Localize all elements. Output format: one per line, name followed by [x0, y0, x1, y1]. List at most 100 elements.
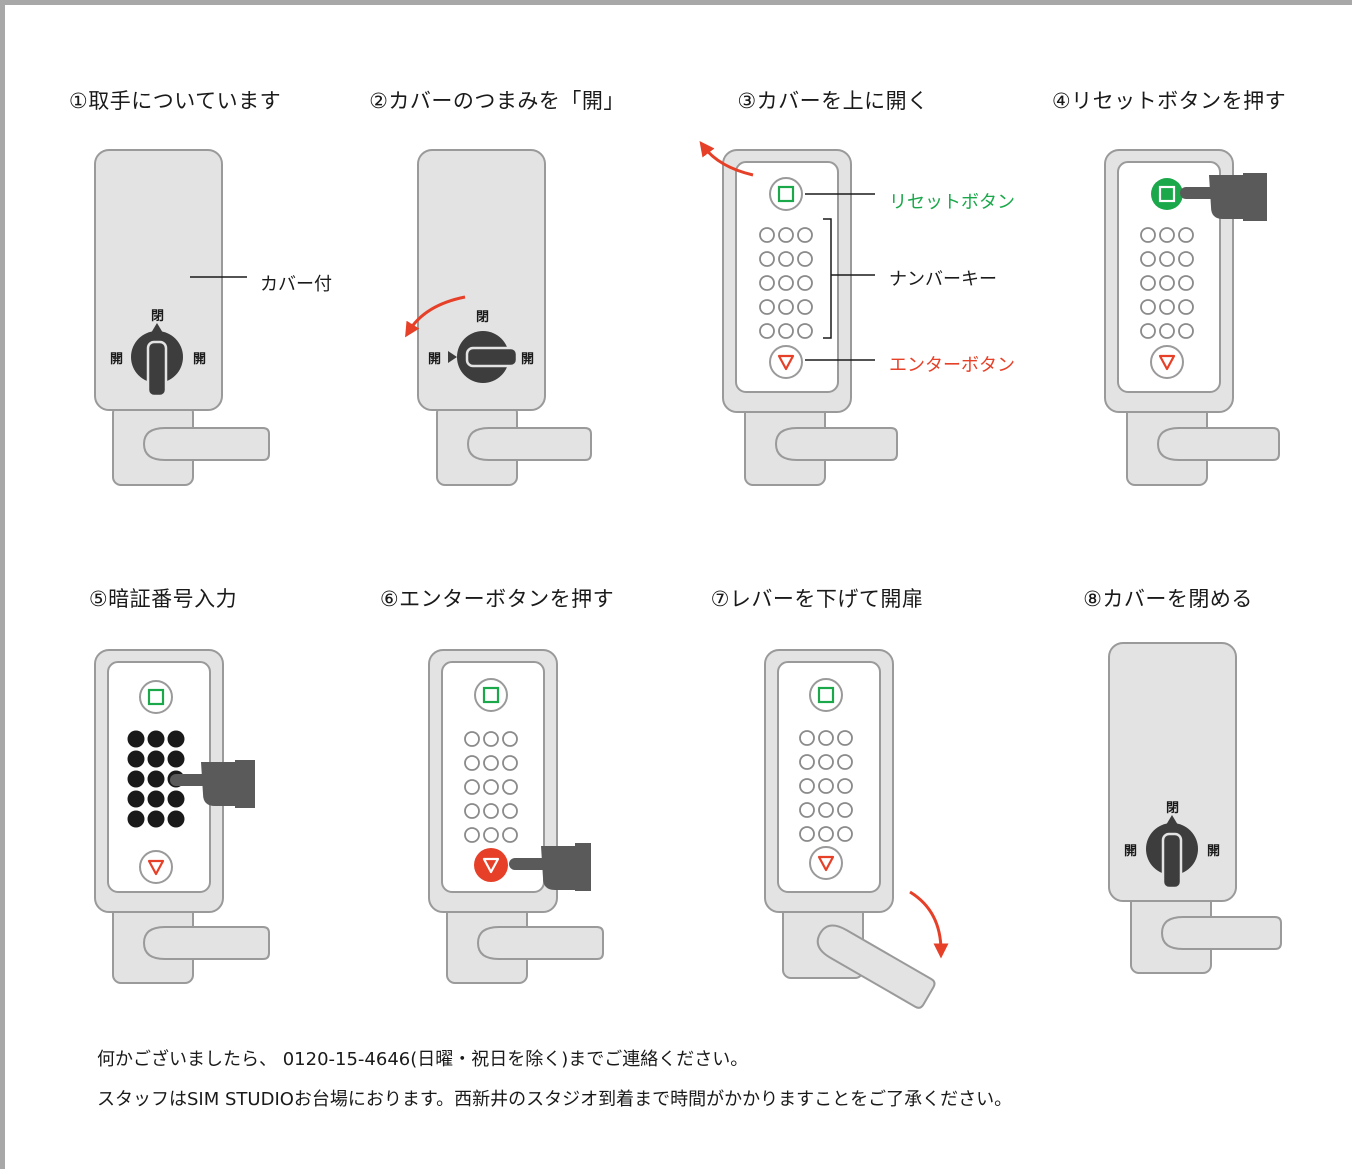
- number-key: [818, 778, 834, 794]
- knob-open-mark-left: 開: [110, 352, 123, 367]
- number-key: [502, 803, 518, 819]
- cover-body: [1108, 642, 1237, 902]
- number-keys: [1140, 227, 1194, 339]
- number-key: [837, 778, 853, 794]
- cover-knob: [131, 323, 183, 398]
- pointing-hand-icon: [170, 760, 255, 808]
- number-key: [483, 803, 499, 819]
- number-key: [127, 770, 145, 788]
- enter-button-pressed: [474, 848, 508, 882]
- number-key: [837, 730, 853, 746]
- number-keys: [799, 730, 853, 842]
- number-key: [483, 827, 499, 843]
- reset-button: [769, 177, 803, 211]
- step-2-title: ②カバーのつまみを「開」: [369, 89, 625, 113]
- number-key: [464, 803, 480, 819]
- number-key: [147, 810, 165, 828]
- number-key: [147, 790, 165, 808]
- number-key: [797, 227, 813, 243]
- step-6-title: ⑥エンターボタンを押す: [379, 587, 615, 611]
- number-key: [818, 754, 834, 770]
- number-key: [759, 323, 775, 339]
- number-key: [837, 754, 853, 770]
- number-key: [1159, 323, 1175, 339]
- reset-button-label: リセットボタン: [889, 192, 1015, 213]
- number-key: [483, 755, 499, 771]
- knob-open-mark-right: 開: [521, 352, 534, 367]
- turn-arrow: [405, 295, 466, 338]
- reset-button: [474, 678, 508, 712]
- cover-body: [417, 149, 546, 411]
- knob-closed-mark: 閉: [151, 309, 164, 324]
- number-key: [502, 827, 518, 843]
- number-key: [759, 227, 775, 243]
- number-key: [778, 323, 794, 339]
- number-key: [1140, 323, 1156, 339]
- number-key: [797, 299, 813, 315]
- number-key: [1159, 251, 1175, 267]
- enter-button: [139, 850, 173, 884]
- lock-step-4: [1104, 149, 1280, 486]
- number-key: [778, 251, 794, 267]
- lever-down-arrow: [909, 890, 949, 959]
- number-key: [167, 790, 185, 808]
- lock-step-5: [94, 649, 270, 984]
- number-key: [483, 731, 499, 747]
- number-key: [759, 299, 775, 315]
- number-key: [147, 730, 165, 748]
- number-key: [147, 770, 165, 788]
- number-key: [1178, 251, 1194, 267]
- number-key: [1178, 323, 1194, 339]
- step-1-title: ①取手についています: [68, 89, 282, 113]
- step-8-title: ⑧カバーを閉める: [1083, 587, 1253, 611]
- lock-step-6: [428, 649, 604, 984]
- step-7-title: ⑦レバーを下げて開扉: [710, 587, 924, 611]
- contact-note: 何かございましたら、 0120-15-4646(日曜・祝日を除く)までご連絡くだ…: [97, 1049, 749, 1070]
- number-key: [167, 810, 185, 828]
- number-key: [797, 251, 813, 267]
- number-key: [127, 810, 145, 828]
- reset-button: [139, 680, 173, 714]
- open-cover-arrow: [699, 141, 754, 177]
- number-key: [799, 778, 815, 794]
- pointing-hand-icon: [1180, 173, 1267, 221]
- knob-open-mark-left: 開: [428, 352, 441, 367]
- number-key: [502, 755, 518, 771]
- keys-bracket: [823, 218, 832, 339]
- enter-button: [769, 345, 803, 379]
- number-key: [483, 779, 499, 795]
- cover-body: [94, 149, 223, 411]
- number-key: [1159, 275, 1175, 291]
- number-key: [818, 826, 834, 842]
- number-key: [147, 750, 165, 768]
- cover-knob: [1146, 815, 1198, 890]
- number-key: [1159, 299, 1175, 315]
- number-key: [837, 802, 853, 818]
- cover-label: カバー付: [260, 274, 332, 295]
- number-key: [818, 802, 834, 818]
- number-key: [127, 790, 145, 808]
- number-key: [778, 275, 794, 291]
- lock-step-8: 閉 開 開: [1108, 642, 1282, 974]
- lock-step-2: 閉 開 開: [405, 149, 592, 486]
- enter-button: [1150, 345, 1184, 379]
- number-key: [127, 730, 145, 748]
- number-key: [1140, 251, 1156, 267]
- number-key: [797, 275, 813, 291]
- enter-button: [809, 846, 843, 880]
- lock-illustrations: 閉 開 開 閉 開 開: [94, 141, 1282, 1009]
- number-key: [1140, 227, 1156, 243]
- number-key: [778, 227, 794, 243]
- number-key: [464, 779, 480, 795]
- knob-open-mark-left: 開: [1124, 844, 1137, 859]
- reset-button-pressed: [1151, 178, 1183, 210]
- lock-step-1: 閉 開 開: [94, 149, 270, 486]
- number-key: [464, 827, 480, 843]
- number-key: [759, 275, 775, 291]
- number-key: [1178, 299, 1194, 315]
- number-key: [1140, 275, 1156, 291]
- reset-button: [809, 678, 843, 712]
- number-key: [799, 730, 815, 746]
- number-key: [778, 299, 794, 315]
